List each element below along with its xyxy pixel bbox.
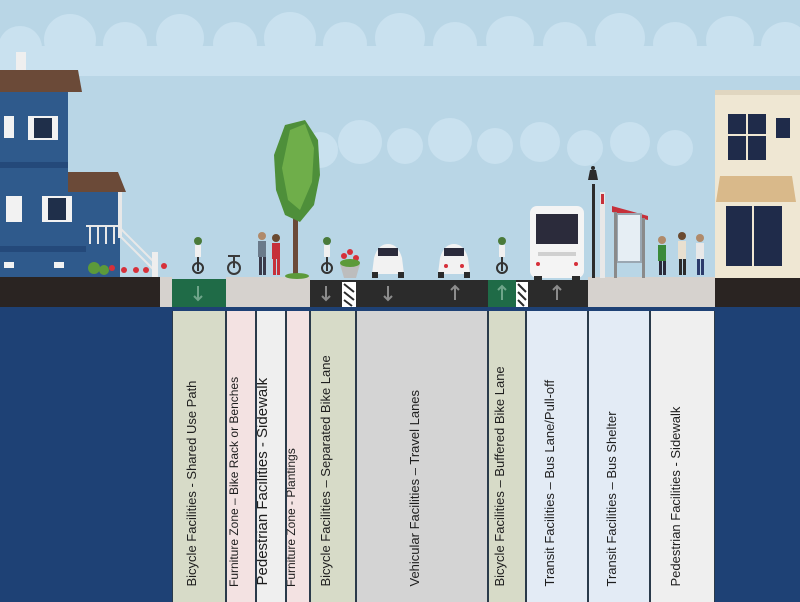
lane-label: Bicycle Facilities – Separated Bike Lane xyxy=(318,355,333,587)
lane-plantings: Furniture Zone - Plantings xyxy=(286,311,310,602)
lane-label: Bicycle Facilities - Shared Use Path xyxy=(184,380,199,587)
pedestrian-icon xyxy=(696,234,704,275)
storefront-icon xyxy=(715,90,800,278)
left-curb xyxy=(0,277,160,307)
pedestrian-icon xyxy=(272,234,280,275)
cyclist-icon xyxy=(496,237,508,274)
clouds xyxy=(0,12,800,168)
lane-label: Transit Facilities – Bus Shelter xyxy=(604,411,619,587)
car-icon xyxy=(372,244,404,278)
road-surface xyxy=(310,280,588,307)
lane-label: Furniture Zone - Plantings xyxy=(286,448,298,587)
lane-label: Bicycle Facilities – Buffered Bike Lane xyxy=(492,366,507,587)
bus-shelter-icon xyxy=(600,192,648,278)
cyclist-icon xyxy=(192,237,204,274)
planter-icon xyxy=(340,249,360,278)
lane-sidewalk-left: Pedestrian Facilities - Sidewalk xyxy=(256,311,286,602)
tree-icon xyxy=(274,120,320,279)
car-icon xyxy=(438,244,470,278)
lane-travel: Vehicular Facilities – Travel Lanes xyxy=(356,311,488,602)
pedestrian-icon xyxy=(258,232,266,275)
lane-label: Furniture Zone – Bike Rack or Benches xyxy=(227,376,241,587)
right-sidewalk-surface xyxy=(588,277,715,307)
right-curb xyxy=(715,277,800,307)
lane-bike-rack: Furniture Zone – Bike Rack or Benches xyxy=(226,311,256,602)
lane-label: Pedestrian Facilities - Sidewalk xyxy=(667,406,683,587)
lane-buffered-bike: Bicycle Facilities – Buffered Bike Lane xyxy=(488,311,526,602)
left-sidewalk-surface xyxy=(226,277,310,307)
lane-shared-use-path: Bicycle Facilities - Shared Use Path xyxy=(172,311,226,602)
house-icon xyxy=(0,52,167,278)
curb-edge xyxy=(160,277,172,307)
lane-arrow-icon xyxy=(193,284,562,302)
lane-sidewalk-right: Pedestrian Facilities - Sidewalk xyxy=(650,311,715,602)
lane-bus-pulloff: Transit Facilities – Bus Lane/Pull-off xyxy=(526,311,588,602)
pedestrian-icon xyxy=(678,232,686,275)
lane-label: Vehicular Facilities – Travel Lanes xyxy=(407,389,422,587)
lane-label: Transit Facilities – Bus Lane/Pull-off xyxy=(542,379,557,587)
lane-bus-shelter: Transit Facilities – Bus Shelter xyxy=(588,311,650,602)
bike-rack-icon xyxy=(227,255,241,275)
lane-separated-bike: Bicycle Facilities – Separated Bike Lane xyxy=(310,311,356,602)
bus-icon xyxy=(530,206,584,281)
pedestrian-icon xyxy=(658,236,666,275)
street-lamp-icon xyxy=(588,166,598,278)
cyclist-icon xyxy=(321,237,333,274)
lane-label: Pedestrian Facilities - Sidewalk xyxy=(256,377,271,586)
